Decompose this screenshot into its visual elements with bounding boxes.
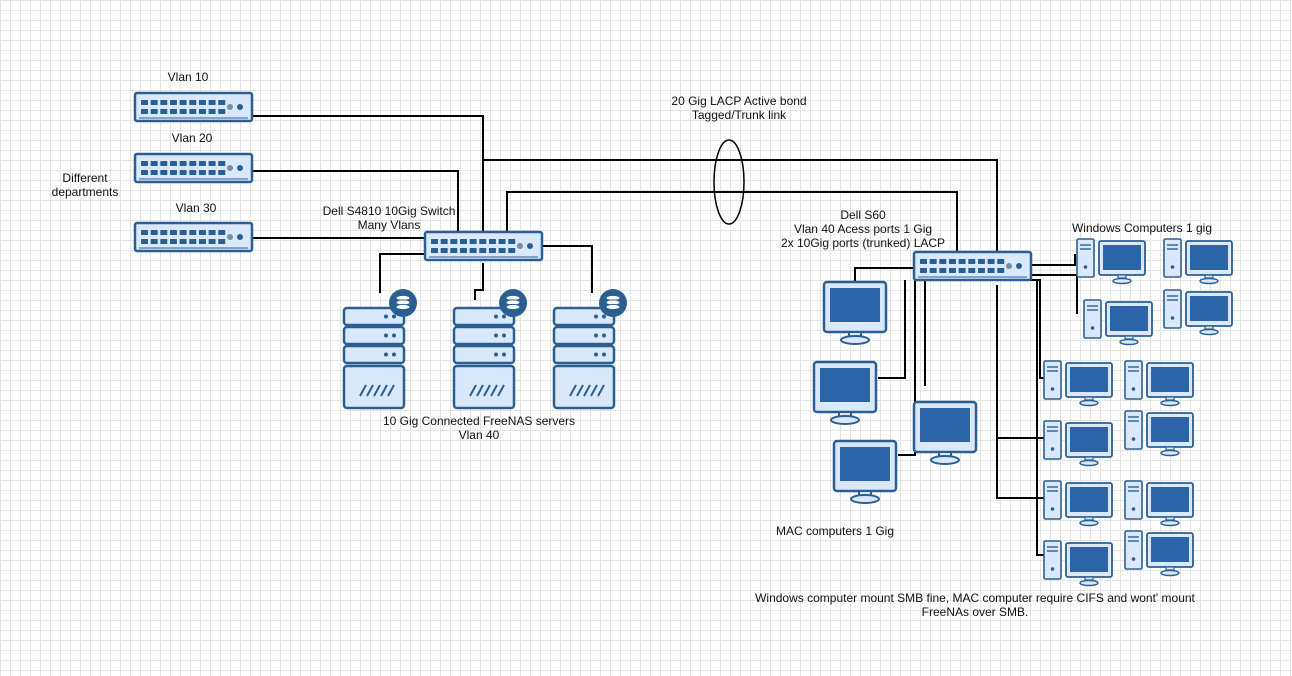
wire-17 — [1036, 280, 1044, 556]
note-label: Windows computer mount SMB fine, MAC com… — [755, 591, 1195, 619]
connection-lines — [252, 115, 1078, 556]
bond-line-2: Tagged/Trunk link — [691, 108, 787, 122]
vlan20-switch-icon — [133, 152, 254, 184]
s60-switch-icon — [912, 250, 1033, 282]
mac-monitor-3-icon — [832, 439, 898, 504]
mac-monitor-1-icon — [822, 280, 888, 345]
wire-10 — [898, 280, 916, 456]
wire-8 — [854, 267, 915, 285]
vlan30-label: Vlan 30 — [175, 201, 217, 215]
wire-1 — [252, 170, 459, 234]
freenas-line-2: Vlan 40 — [458, 428, 500, 442]
windows-pc-5-icon — [1043, 360, 1113, 407]
windows-label: Windows Computers 1 gig — [1071, 221, 1213, 235]
wire-14 — [1030, 254, 1076, 266]
windows-pc-12-icon — [1124, 530, 1194, 577]
windows-pc-2-icon — [1163, 238, 1233, 285]
s60-line-1: Dell S60 — [840, 208, 886, 222]
wire-7 — [540, 245, 593, 293]
mac-monitor-4-icon — [912, 400, 978, 465]
windows-pc-9-icon — [1043, 480, 1113, 527]
wire-5 — [379, 253, 425, 293]
wire-9 — [878, 280, 906, 379]
core-switch-icon — [423, 230, 544, 262]
devices — [133, 91, 1233, 587]
s60-line-2: Vlan 40 Acess ports 1 Gig — [793, 222, 933, 236]
wire-6 — [474, 263, 484, 300]
wire-12 — [996, 285, 1044, 499]
mac-monitor-2-icon — [812, 360, 878, 425]
bond-line-1: 20 Gig LACP Active bond — [671, 94, 807, 108]
bond-ellipse — [713, 139, 745, 225]
vlan20-label: Vlan 20 — [171, 131, 213, 145]
freenas-server-1-icon — [342, 289, 417, 410]
bond-label: 20 Gig LACP Active bond Tagged/Trunk lin… — [671, 94, 806, 122]
lacp-bond-ellipse — [713, 139, 745, 225]
windows-pc-6-icon — [1124, 360, 1194, 407]
freenas-server-2-icon — [452, 289, 527, 410]
departments-label: Different departments — [52, 171, 119, 199]
core-switch-line-2: Many Vlans — [357, 218, 421, 232]
wire-16 — [1030, 279, 1044, 379]
core-switch-line-1: Dell S4810 10Gig Switch — [322, 204, 456, 218]
mac-label: MAC computers 1 Gig — [775, 524, 895, 538]
wire-3 — [482, 159, 998, 252]
note-line-2: FreeNAs over SMB. — [921, 605, 1029, 619]
windows-pc-10-icon — [1124, 480, 1194, 527]
core-switch-label: Dell S4810 10Gig Switch Many Vlans — [323, 204, 456, 232]
freenas-line-1: 10 Gig Connected FreeNAS servers — [382, 414, 576, 428]
vlan10-switch-icon — [133, 91, 254, 123]
windows-pc-4-icon — [1163, 289, 1233, 336]
departments-line-2: departments — [51, 185, 119, 199]
s60-line-3: 2x 10Gig ports (trunked) LACP — [780, 236, 946, 250]
vlan30-switch-icon — [133, 221, 254, 253]
windows-pc-3-icon — [1083, 299, 1153, 346]
vlan10-label: Vlan 10 — [167, 70, 209, 84]
wire-4 — [506, 191, 958, 252]
freenas-server-3-icon — [552, 289, 627, 410]
freenas-label: 10 Gig Connected FreeNAS servers Vlan 40 — [383, 414, 575, 442]
windows-pc-7-icon — [1124, 410, 1194, 457]
windows-pc-1-icon — [1076, 238, 1146, 285]
departments-line-1: Different — [62, 171, 108, 185]
windows-pc-8-icon — [1043, 420, 1113, 467]
note-line-1: Windows computer mount SMB fine, MAC com… — [755, 591, 1195, 605]
windows-pc-11-icon — [1043, 540, 1113, 587]
s60-label: Dell S60 Vlan 40 Acess ports 1 Gig 2x 10… — [781, 208, 945, 250]
